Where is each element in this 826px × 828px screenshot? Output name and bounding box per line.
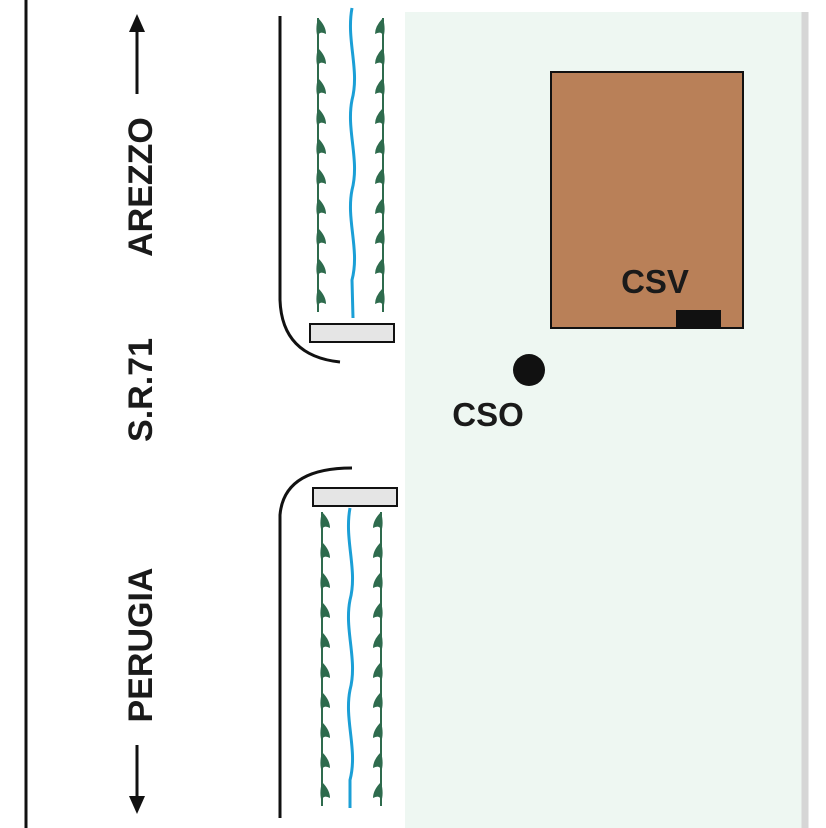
hedge-symbol (373, 692, 383, 712)
arezzo-label: AREZZO (122, 117, 160, 257)
lower-hedgerows (320, 512, 383, 806)
building-entrance (676, 310, 721, 328)
hedge-symbol (373, 602, 383, 622)
hedge-symbol (320, 752, 330, 772)
hedge-symbol (375, 288, 385, 308)
csv-label: CSV (621, 263, 689, 300)
hedge-symbol (375, 108, 385, 128)
hedge-symbol (375, 18, 385, 38)
hedge-symbol (373, 752, 383, 772)
lower-stream (346, 507, 354, 808)
hedge-symbol (320, 692, 330, 712)
cso-label: CSO (452, 396, 524, 433)
hedge-symbol (316, 168, 326, 188)
hedge-symbol (320, 602, 330, 622)
upper-hedgerows (316, 18, 385, 312)
cso-point-marker (513, 354, 545, 386)
hedge-symbol (316, 138, 326, 158)
hedge-symbol (320, 512, 330, 532)
hedge-symbol (316, 78, 326, 98)
hedge-symbol (316, 18, 326, 38)
hedge-symbol (375, 78, 385, 98)
hedge-symbol (316, 258, 326, 278)
hedge-symbol (316, 228, 326, 248)
hedge-symbol (316, 288, 326, 308)
hedge-symbol (375, 48, 385, 68)
upper-culvert (309, 323, 395, 343)
hedge-symbol (320, 722, 330, 742)
perugia-label: PERUGIA (122, 568, 160, 723)
hedge-symbol (373, 542, 383, 562)
road-label: S.R.71 (122, 338, 160, 442)
hedge-symbol (373, 572, 383, 592)
hedge-symbol (375, 168, 385, 188)
building-csv (550, 71, 744, 329)
hedge-symbol (320, 662, 330, 682)
hedge-symbol (320, 632, 330, 652)
hedge-symbol (375, 198, 385, 218)
hedge-symbol (320, 782, 330, 802)
hedge-symbol (373, 722, 383, 742)
hedge-symbol (375, 138, 385, 158)
lower-channel-boundary (278, 466, 353, 818)
hedge-symbol (316, 48, 326, 68)
hedge-symbol (316, 108, 326, 128)
hedge-symbol (373, 632, 383, 652)
arrow-down-icon (129, 745, 145, 814)
hedge-symbol (316, 198, 326, 218)
upper-channel-boundary (278, 16, 341, 364)
upper-stream (348, 7, 356, 319)
arrow-up-icon (129, 14, 145, 94)
hedge-symbol (375, 258, 385, 278)
hedge-symbol (320, 542, 330, 562)
hedge-symbol (375, 228, 385, 248)
hedge-symbol (373, 782, 383, 802)
hedge-symbol (320, 572, 330, 592)
lower-culvert (312, 487, 398, 507)
hedge-symbol (373, 512, 383, 532)
hedge-symbol (373, 662, 383, 682)
